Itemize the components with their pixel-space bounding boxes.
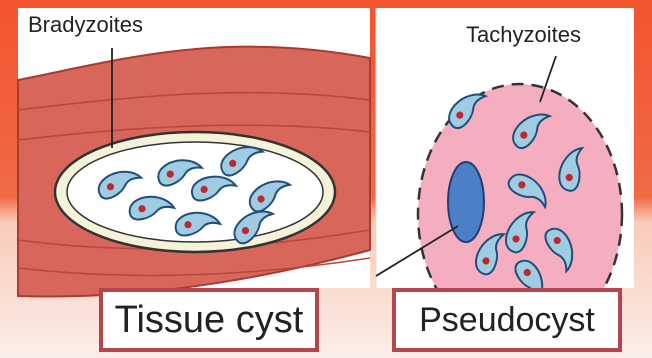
host-cell-nucleus	[448, 162, 484, 242]
tissue-cyst-caption-text: Tissue cyst	[115, 299, 304, 342]
bradyzoites-label: Bradyzoites	[28, 12, 143, 37]
tachyzoites-label: Tachyzoites	[466, 22, 581, 47]
pseudocyst-caption: Pseudocyst	[392, 288, 622, 352]
pseudocyst-caption-text: Pseudocyst	[419, 301, 595, 340]
tissue-cyst-caption: Tissue cyst	[99, 288, 319, 352]
left-panel: Bradyzoites	[18, 8, 370, 297]
